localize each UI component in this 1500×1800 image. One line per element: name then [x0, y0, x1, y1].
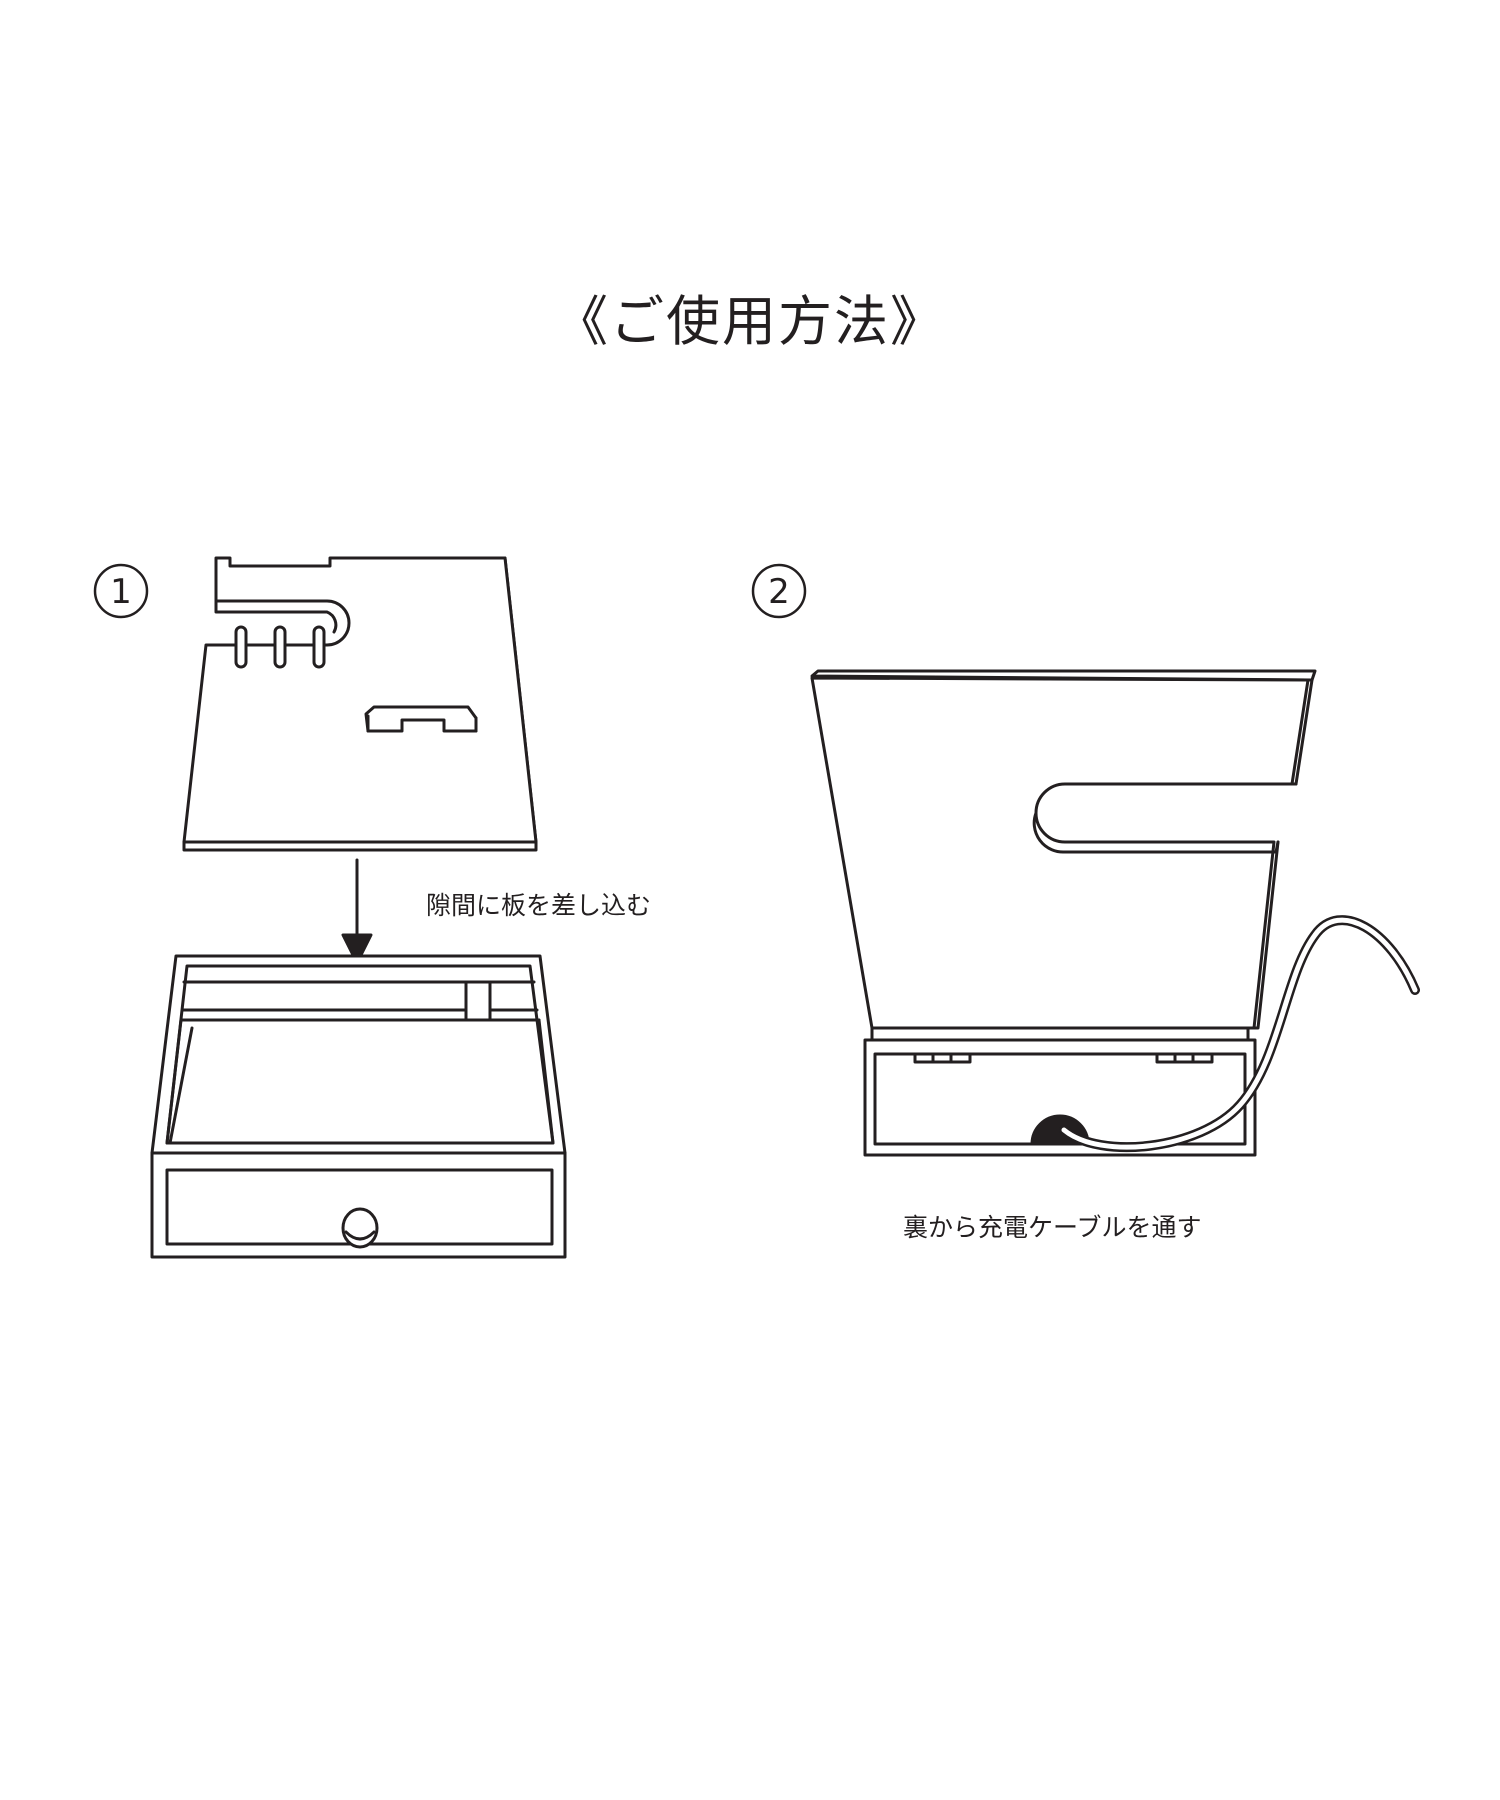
stand-board [182, 556, 538, 852]
arrow-down-icon [341, 858, 373, 965]
step1-number: 1 [110, 572, 132, 612]
step2-number: 2 [768, 572, 790, 612]
step2-caption: 裏から充電ケーブルを通す [903, 1213, 1202, 1242]
installed-board [810, 669, 1317, 1157]
drawer-box [150, 954, 567, 1259]
step1-number-icon: 1 [93, 563, 149, 619]
step2-number-icon: 2 [751, 563, 807, 619]
charging-cable [1059, 915, 1420, 1153]
page-title: 《ご使用方法》 [554, 290, 946, 353]
step1-caption: 隙間に板を差し込む [426, 891, 652, 920]
